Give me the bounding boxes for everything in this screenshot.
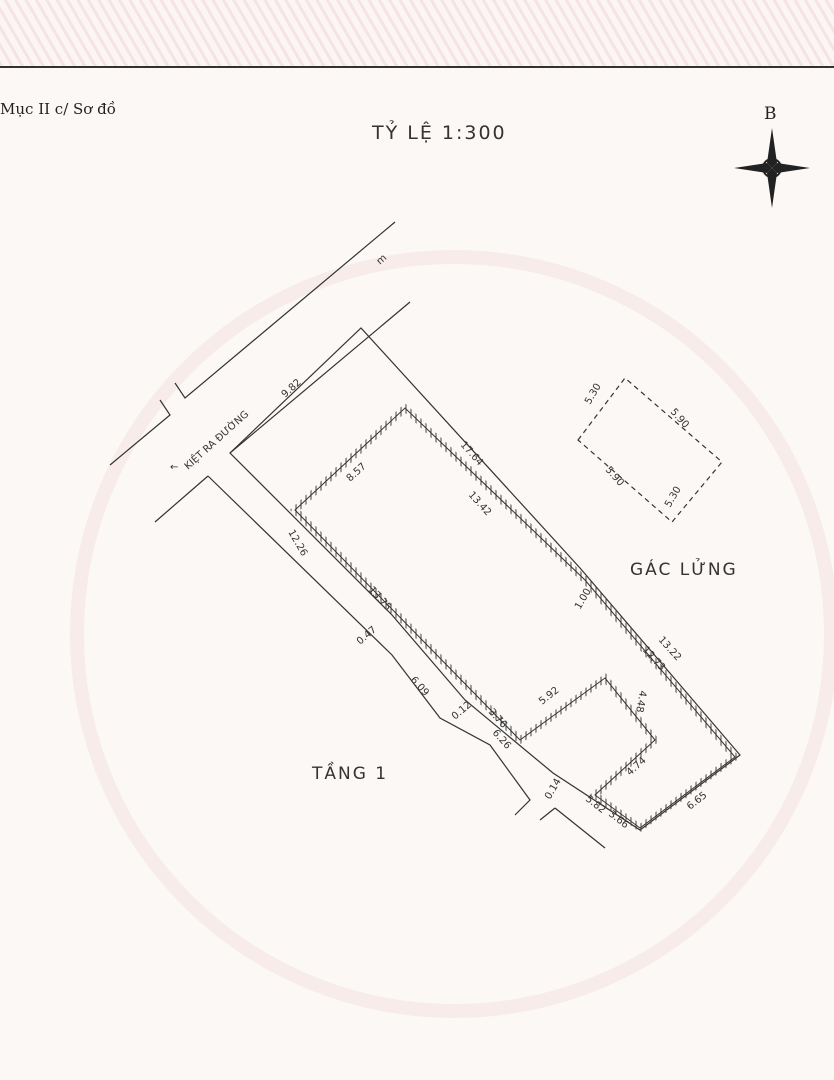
dimension-label: 5.82 <box>583 794 607 816</box>
neighbour-line <box>207 475 531 816</box>
dimension-label: 0.14 <box>543 777 564 802</box>
dimension-label: 12.26 <box>285 528 309 558</box>
decorative-border <box>0 0 834 66</box>
dimension-label: 0.12 <box>450 700 474 723</box>
north-label: B <box>764 104 777 124</box>
dimension-label: 3.66 <box>606 809 630 831</box>
street-unit: m <box>375 253 390 268</box>
dimension-label: 0.47 <box>355 625 379 648</box>
dimension-label: 4.48 <box>633 689 648 713</box>
dimension-label: 5.30 <box>663 485 684 510</box>
street-edge-upper <box>174 221 396 399</box>
section-title: Mục II c/ Sơ đồ <box>0 100 116 118</box>
header-rule <box>0 66 834 68</box>
neighbour-line <box>554 807 606 849</box>
dimension-label: 4.74 <box>625 755 649 778</box>
building-outline <box>294 407 736 829</box>
dimension-label: 5.92 <box>537 685 561 707</box>
arrow-left-icon: ← <box>170 462 178 473</box>
neighbour-line <box>539 807 556 821</box>
compass-icon <box>734 128 810 208</box>
dimension-label: 13.75 <box>366 585 393 614</box>
dimension-label: 13.42 <box>466 490 493 519</box>
scale-label: TỶ LỆ 1:300 <box>372 122 507 144</box>
dimension-label: 5.90 <box>603 465 626 489</box>
mezzanine-label: GÁC LỬNG <box>630 560 738 580</box>
neighbour-line <box>154 475 209 523</box>
street-edge-plot <box>229 301 411 454</box>
plot-outline <box>229 327 741 831</box>
street-edge-lower <box>109 399 171 466</box>
dimension-label: 1.00 <box>573 587 594 612</box>
street-label: KIỆT RA ĐƯỜNG <box>181 407 251 472</box>
dimension-label: 5.30 <box>583 382 604 407</box>
dimension-label: 9.82 <box>280 377 304 400</box>
mezzanine-outline <box>577 377 723 523</box>
dimension-label: 6.09 <box>408 675 431 699</box>
floor1-label: TẦNG 1 <box>312 764 389 784</box>
